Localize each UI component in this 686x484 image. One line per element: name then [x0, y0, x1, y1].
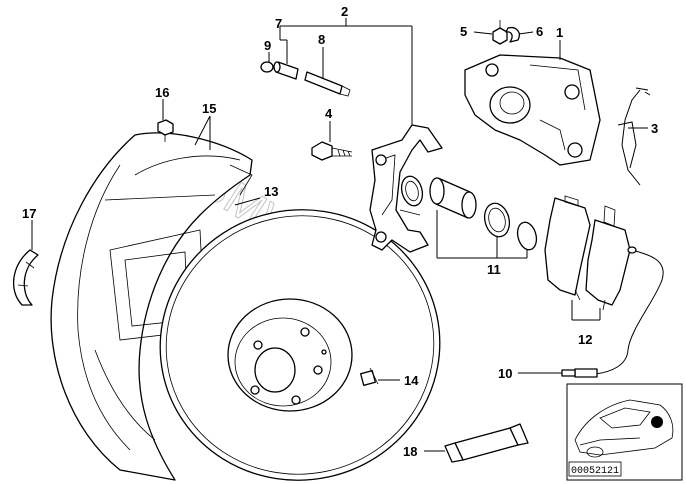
- vehicle-thumbnail: 00052121: [566, 383, 683, 481]
- callout-16: 16: [155, 85, 169, 100]
- callout-13: 13: [264, 184, 278, 199]
- bleeder-valve-part: [492, 20, 508, 45]
- reference-number: 00052121: [571, 466, 619, 477]
- leader-lines: [31, 18, 648, 452]
- callout-3: 3: [651, 121, 658, 136]
- brake-caliper: [464, 54, 601, 166]
- callout-15: 15: [202, 101, 216, 116]
- callout-2: 2: [341, 4, 348, 19]
- grease-tube-part: [444, 423, 529, 463]
- hex-bolt-part: [157, 119, 174, 142]
- protection-plate: [50, 132, 253, 481]
- callout-18: 18: [403, 444, 417, 459]
- callout-17: 17: [22, 206, 36, 221]
- callout-1: 1: [556, 25, 563, 40]
- callout-14: 14: [404, 373, 419, 388]
- callout-5: 5: [460, 24, 467, 39]
- protective-cap-part: [260, 61, 274, 73]
- callout-8: 8: [318, 32, 325, 47]
- callout-10: 10: [498, 366, 512, 381]
- callout-6: 6: [536, 24, 543, 39]
- callout-11: 11: [487, 262, 501, 277]
- brake-pads: [544, 195, 631, 311]
- callout-12: 12: [578, 332, 592, 347]
- callouts: 2 7 9 8 5 6 1 16 15 4 3 13 17 11 12 10 1…: [22, 4, 658, 459]
- callout-7: 7: [275, 16, 282, 31]
- dust-cap-part: [505, 26, 520, 43]
- guide-pin-set-part: [273, 61, 299, 80]
- callout-4: 4: [325, 106, 333, 121]
- guide-pin-part: [304, 71, 351, 97]
- clip-part: [12, 249, 39, 306]
- brake-disc: [159, 209, 441, 481]
- piston-kit-part: [400, 175, 538, 251]
- bolt-part: [311, 141, 353, 161]
- screw-part: [360, 367, 379, 386]
- caliper-carrier: [369, 124, 443, 253]
- anti-rattle-spring: [617, 87, 651, 186]
- callout-9: 9: [264, 38, 271, 53]
